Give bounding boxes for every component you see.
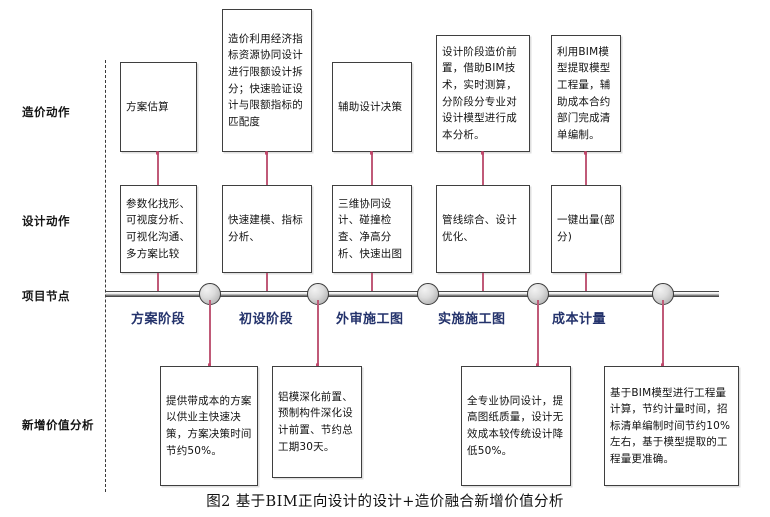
row-label-project-milestone: 项目节点 (22, 289, 70, 303)
connector-cost-design-5 (585, 152, 587, 185)
phase-label-1: 方案阶段 (131, 312, 186, 327)
connector-cost-design-4 (482, 152, 484, 185)
cost-action-box-1: 方案估算 (120, 62, 197, 152)
design-action-box-2: 快速建模、指标分析、 (222, 185, 312, 273)
cost-action-text-5: 利用BIM模型提取模型工程量，辅助成本合约部门完成清单编制。 (557, 45, 611, 141)
left-dashed-boundary (105, 60, 106, 492)
connector-cap-v4 (660, 363, 664, 367)
connector-cap-1 (155, 151, 159, 155)
value-added-text-1: 提供带成本的方案以供业主快速决策，方案决策时间节约50%。 (166, 394, 252, 457)
cost-action-box-3: 辅助设计决策 (332, 62, 412, 152)
cost-action-box-4: 设计阶段造价前置，借助BIM技术，实时测算，分阶段分专业对设计模型进行成本分析。 (436, 35, 530, 152)
connector-cap-4 (480, 151, 484, 155)
design-action-box-3: 三维协同设计、碰撞检查、净高分析、快速出图 (332, 185, 412, 273)
connector-cap-v2 (315, 363, 319, 367)
design-action-text-2: 快速建模、指标分析、 (228, 214, 303, 243)
connector-timeline-value-1 (209, 300, 211, 365)
value-added-box-4: 基于BIM模型进行工程量计算，节约计量时间，招标清单编制时间节约10%左右，基于… (604, 366, 739, 486)
row-label-cost-action: 造价动作 (22, 105, 70, 119)
design-action-text-3: 三维协同设计、碰撞检查、净高分析、快速出图 (338, 197, 403, 260)
connector-cap-v1 (207, 363, 211, 367)
design-action-box-5: 一键出量(部分) (551, 185, 621, 273)
design-action-text-5: 一键出量(部分) (557, 214, 615, 243)
value-added-text-3: 全专业协同设计，提高图纸质量，设计无效成本较传统设计降低50%。 (467, 394, 564, 457)
value-added-box-2: 铝模深化前置、预制构件深化设计前置、节约总工期30天。 (272, 366, 362, 478)
design-action-box-4: 管线综合、设计优化、 (436, 185, 530, 273)
connector-design-timeline-5 (585, 273, 587, 295)
row-label-design-action: 设计动作 (22, 214, 70, 228)
cost-action-text-1: 方案估算 (126, 100, 169, 113)
connector-timeline-value-3 (537, 300, 539, 365)
design-action-text-1: 参数化找形、可视度分析、可视化沟通、多方案比较 (126, 197, 191, 260)
connector-design-timeline-3 (371, 273, 373, 295)
connector-design-timeline-4 (482, 273, 484, 295)
design-action-text-4: 管线综合、设计优化、 (442, 214, 517, 243)
row-label-value-added: 新增价值分析 (22, 418, 94, 432)
connector-cost-design-2 (266, 152, 268, 185)
connector-design-timeline-1 (157, 273, 159, 295)
phase-label-2: 初设阶段 (239, 312, 294, 327)
cost-action-box-2: 造价利用经济指标资源协同设计进行限额设计拆分；快速验证设计与限额指标的匹配度 (222, 9, 312, 152)
connector-cap-v3 (535, 363, 539, 367)
connector-cost-design-3 (371, 152, 373, 185)
figure-caption: 图2 基于BIM正向设计的设计+造价融合新增价值分析 (206, 494, 564, 510)
connector-cost-design-1 (157, 152, 159, 185)
connector-timeline-value-2 (317, 300, 319, 365)
cost-action-text-4: 设计阶段造价前置，借助BIM技术，实时测算，分阶段分专业对设计模型进行成本分析。 (442, 45, 517, 141)
connector-cap-2 (264, 151, 268, 155)
cost-action-text-3: 辅助设计决策 (338, 100, 403, 113)
phase-label-5: 成本计量 (552, 312, 607, 327)
design-action-box-1: 参数化找形、可视度分析、可视化沟通、多方案比较 (120, 185, 197, 273)
value-added-box-3: 全专业协同设计，提高图纸质量，设计无效成本较传统设计降低50%。 (461, 366, 571, 486)
value-added-box-1: 提供带成本的方案以供业主快速决策，方案决策时间节约50%。 (160, 366, 258, 486)
connector-cap-5 (583, 151, 587, 155)
value-added-text-4: 基于BIM模型进行工程量计算，节约计量时间，招标清单编制时间节约10%左右，基于… (610, 386, 731, 465)
cost-action-box-5: 利用BIM模型提取模型工程量，辅助成本合约部门完成清单编制。 (551, 35, 621, 152)
connector-timeline-value-4 (662, 300, 664, 365)
timeline-node-3[interactable] (417, 283, 439, 305)
phase-label-4: 实施施工图 (438, 312, 506, 327)
cost-action-text-2: 造价利用经济指标资源协同设计进行限额设计拆分；快速验证设计与限额指标的匹配度 (228, 32, 303, 128)
phase-label-3: 外审施工图 (336, 312, 404, 327)
connector-design-timeline-2 (266, 273, 268, 295)
value-added-text-2: 铝模深化前置、预制构件深化设计前置、节约总工期30天。 (278, 390, 353, 453)
timeline-bar (106, 291, 719, 297)
connector-cap-3 (369, 151, 373, 155)
